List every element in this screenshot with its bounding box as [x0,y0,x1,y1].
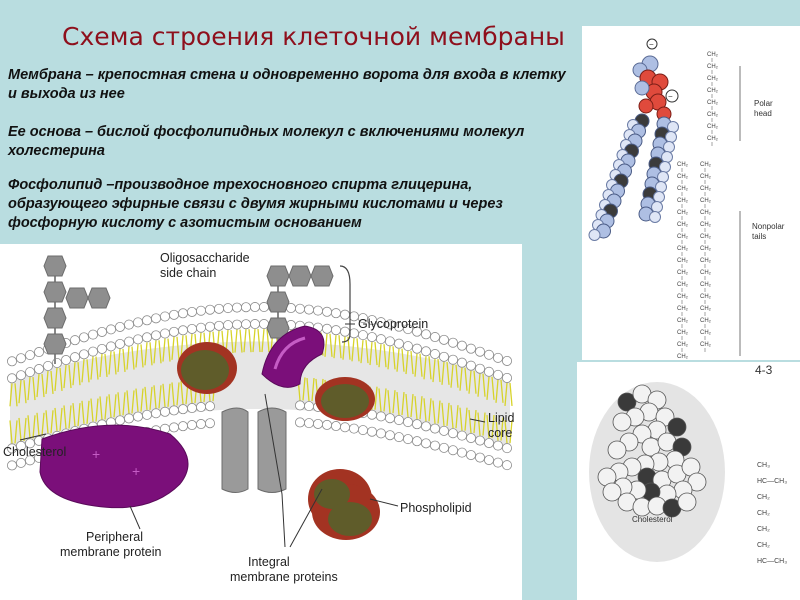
label-oligosaccharide-2: side chain [160,266,216,280]
svg-text:CH₂: CH₂ [757,494,770,501]
svg-text:CH₂: CH₂ [700,246,712,252]
svg-text:CH₂: CH₂ [700,342,712,348]
svg-text:HC—CH₃: HC—CH₃ [757,558,787,565]
svg-text:CH₂: CH₂ [677,162,689,168]
integral-protein-bottom [308,469,380,540]
svg-text:CH₂: CH₂ [700,234,712,240]
paragraph-bilayer-basis: Ее основа – бислой фосфолипидных молекул… [8,124,525,159]
cholesterol-formula: CH₃ HC—CH₃ CH₂ CH₂ CH₂ CH₂ HC—CH₃ [757,462,787,565]
svg-text:CH₂: CH₂ [700,258,712,264]
peripheral-protein: + + [39,424,189,509]
svg-text:CH₂: CH₂ [677,342,689,348]
svg-text:CH₂: CH₂ [677,198,689,204]
svg-text:CH₂: CH₂ [757,510,770,517]
slide-title: Схема строения клеточной мембраны [62,22,565,51]
svg-text:CH₂: CH₂ [707,136,719,142]
membrane-diagram: + + Oligosaccharide side chain Glycoprot… [0,244,522,600]
svg-text:CH₂: CH₂ [677,210,689,216]
label-nonpolar-2: tails [752,232,766,241]
svg-text:HC—CH₃: HC—CH₃ [757,478,787,485]
svg-text:CH₂: CH₂ [677,246,689,252]
svg-text:CH₂: CH₂ [677,186,689,192]
svg-text:−: − [649,40,654,49]
cholesterol-caption: Cholesterol [632,515,673,524]
svg-text:CH₂: CH₂ [757,526,770,533]
svg-text:CH₂: CH₂ [677,318,689,324]
svg-text:CH₂: CH₂ [700,294,712,300]
label-cholesterol: Cholesterol [3,445,66,459]
svg-text:CH₂: CH₂ [677,258,689,264]
label-phospholipid: Phospholipid [400,501,472,515]
svg-text:CH₂: CH₂ [677,294,689,300]
label-polar-1: Polar [754,99,773,108]
svg-text:−: − [668,92,673,101]
svg-text:CH₂: CH₂ [707,76,719,82]
svg-text:CH₂: CH₂ [700,270,712,276]
svg-text:CH₂: CH₂ [700,282,712,288]
lipid-core-band [10,341,510,449]
svg-text:CH₂: CH₂ [707,112,719,118]
glycoprotein-left [177,342,237,394]
label-integral-2: membrane proteins [230,570,338,584]
svg-text:CH₂: CH₂ [707,52,719,58]
svg-text:CH₂: CH₂ [677,270,689,276]
channel-protein [221,407,287,493]
glycoprotein-purple [261,325,325,388]
svg-text:CH₂: CH₂ [677,306,689,312]
label-peripheral-1: Peripheral [86,530,143,544]
label-nonpolar-1: Nonpolar [752,222,785,231]
svg-text:CH₂: CH₂ [700,222,712,228]
svg-text:CH₂: CH₂ [677,222,689,228]
svg-text:+: + [132,463,140,479]
label-polar-2: head [754,109,772,118]
svg-text:CH₂: CH₂ [677,234,689,240]
svg-text:CH₂: CH₂ [707,124,719,130]
surface-protein-right [315,377,375,421]
lipid-tails-inner [9,377,513,444]
paragraph-phospholipid-definition: Фосфолипид –производное трехосновного сп… [8,177,503,231]
label-lipid-2: core [488,426,512,440]
svg-text:CH₂: CH₂ [677,354,689,360]
label-glycoprotein: Glycoprotein [358,317,428,331]
cholesterol-diagram: 4-3 CH₃ HC—CH₃ CH₂ CH₂ CH₂ CH₂ HC—CH₃ Choleste… [577,362,800,600]
svg-text:CH₃: CH₃ [757,462,770,469]
svg-text:CH₂: CH₂ [677,330,689,336]
label-oligosaccharide-1: Oligosaccharide [160,251,250,265]
figure-number: 4-3 [755,363,773,377]
svg-text:CH₂: CH₂ [700,306,712,312]
svg-text:CH₂: CH₂ [677,174,689,180]
label-integral-1: Integral [248,555,290,569]
phospholipid-spacefill-model: − − [588,38,679,241]
svg-text:CH₂: CH₂ [700,162,712,168]
svg-text:CH₂: CH₂ [700,198,712,204]
svg-text:+: + [92,446,100,462]
label-lipid-1: Lipid [488,411,514,425]
svg-text:CH₂: CH₂ [707,100,719,106]
label-peripheral-2: membrane protein [60,545,161,559]
svg-text:CH₂: CH₂ [757,542,770,549]
svg-text:CH₂: CH₂ [677,282,689,288]
membrane-diagram-svg: + + Oligosaccharide side chain Glycoprot… [3,251,514,584]
oligosaccharide-chain-left [43,255,111,364]
paragraph-membrane-definition: Мембрана – крепостная стена и одновремен… [8,67,566,102]
oligosaccharide-chain-right [266,265,334,354]
svg-text:CH₂: CH₂ [700,174,712,180]
cholesterol-spacefill-model [597,384,707,518]
svg-text:CH₂: CH₂ [707,88,719,94]
phospholipid-structural-formula: CH₂ CH₂ CH₂ CH₂ CH₂ CH₂ CH₂ CH₂ CH₂ CH₂ CH₂ CH₂ CH₂ C… [677,52,719,360]
cholesterol-svg: 4-3 CH₃ HC—CH₃ CH₂ CH₂ CH₂ CH₂ HC—CH₃ Choleste… [589,363,787,565]
svg-text:CH₂: CH₂ [700,210,712,216]
svg-text:CH₂: CH₂ [707,64,719,70]
svg-text:CH₂: CH₂ [700,186,712,192]
phospholipid-svg: − − CH₂CH₂CH₂CH₂CH₂CH₂CH₂CH₂CH₂CH₂CH₂CH₂… [588,38,785,360]
svg-text:CH₂: CH₂ [700,330,712,336]
svg-text:CH₂: CH₂ [700,318,712,324]
